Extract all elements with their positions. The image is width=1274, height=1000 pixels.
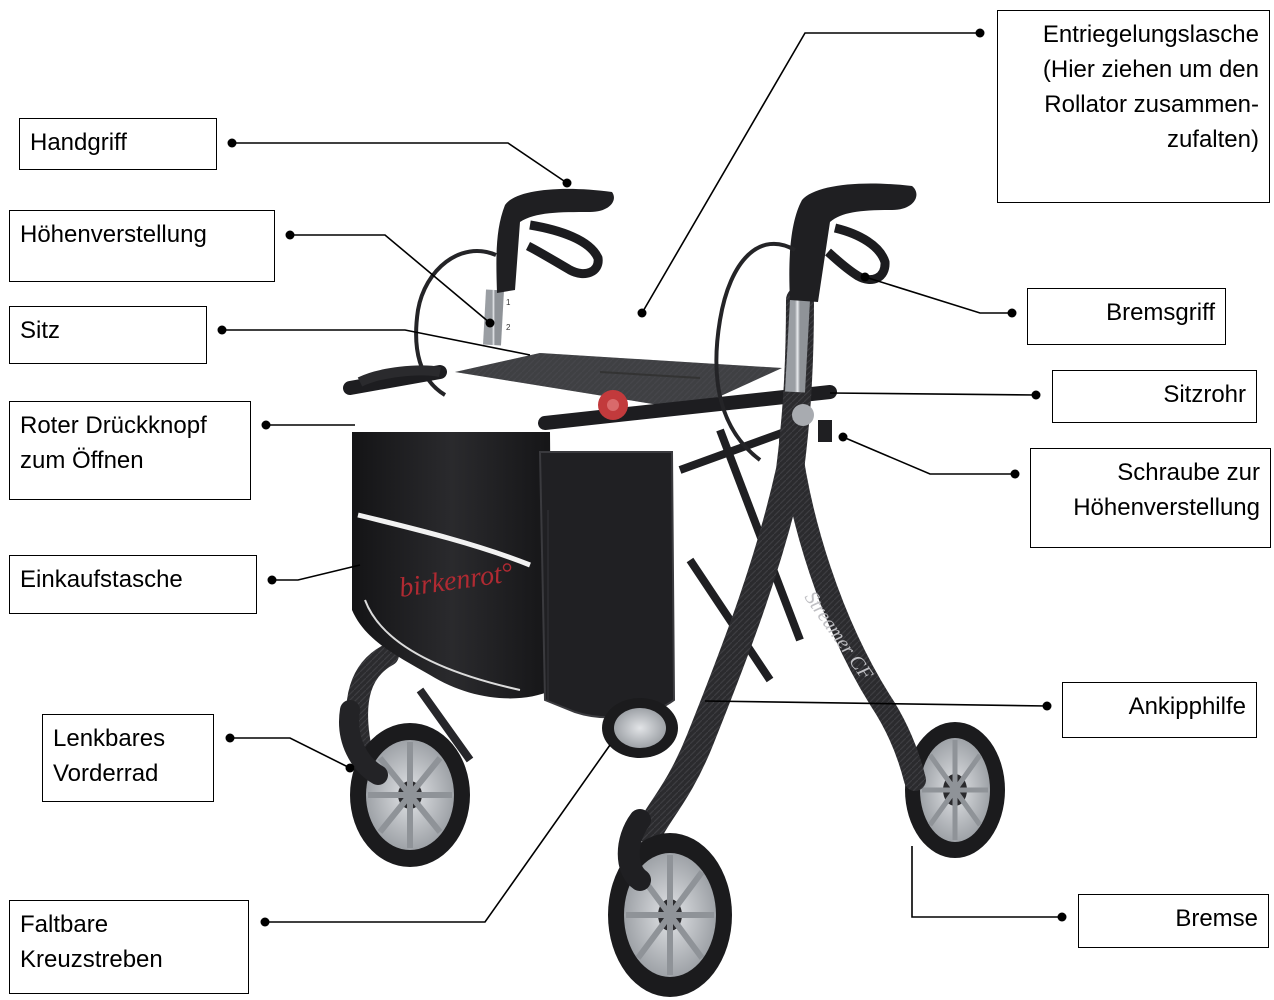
label-schraube: Schraube zur Höhenverstellung	[1030, 448, 1271, 548]
label-hoehenverstellung: Höhenverstellung	[9, 210, 275, 282]
label-druckknopf: Roter Drückknopf zum Öffnen	[9, 401, 251, 500]
label-ankipphilfe: Ankipphilfe	[1062, 682, 1257, 738]
label-sitzrohr: Sitzrohr	[1052, 370, 1257, 423]
label-einkaufstasche: Einkaufstasche	[9, 555, 257, 614]
svg-text:1: 1	[506, 298, 511, 307]
label-bremse: Bremse	[1078, 894, 1269, 948]
label-handgriff: Handgriff	[19, 118, 217, 170]
svg-text:2: 2	[506, 323, 511, 332]
label-entriegelung: Entriegelungslasche (Hier ziehen um den …	[997, 10, 1270, 203]
label-bremsgriff: Bremsgriff	[1027, 288, 1226, 345]
label-kreuzstreben: Faltbare Kreuzstreben	[9, 900, 249, 994]
label-vorderrad: Lenkbares Vorderrad	[42, 714, 214, 802]
shopping-bag: birkenrot°	[352, 390, 676, 719]
seat	[343, 353, 837, 430]
left-front-wheel	[350, 723, 470, 867]
label-sitz: Sitz	[9, 306, 207, 364]
leader-lines	[217, 28, 1067, 927]
rear-left-frame: 1 2	[339, 188, 614, 867]
right-rear-wheel	[905, 722, 1005, 858]
